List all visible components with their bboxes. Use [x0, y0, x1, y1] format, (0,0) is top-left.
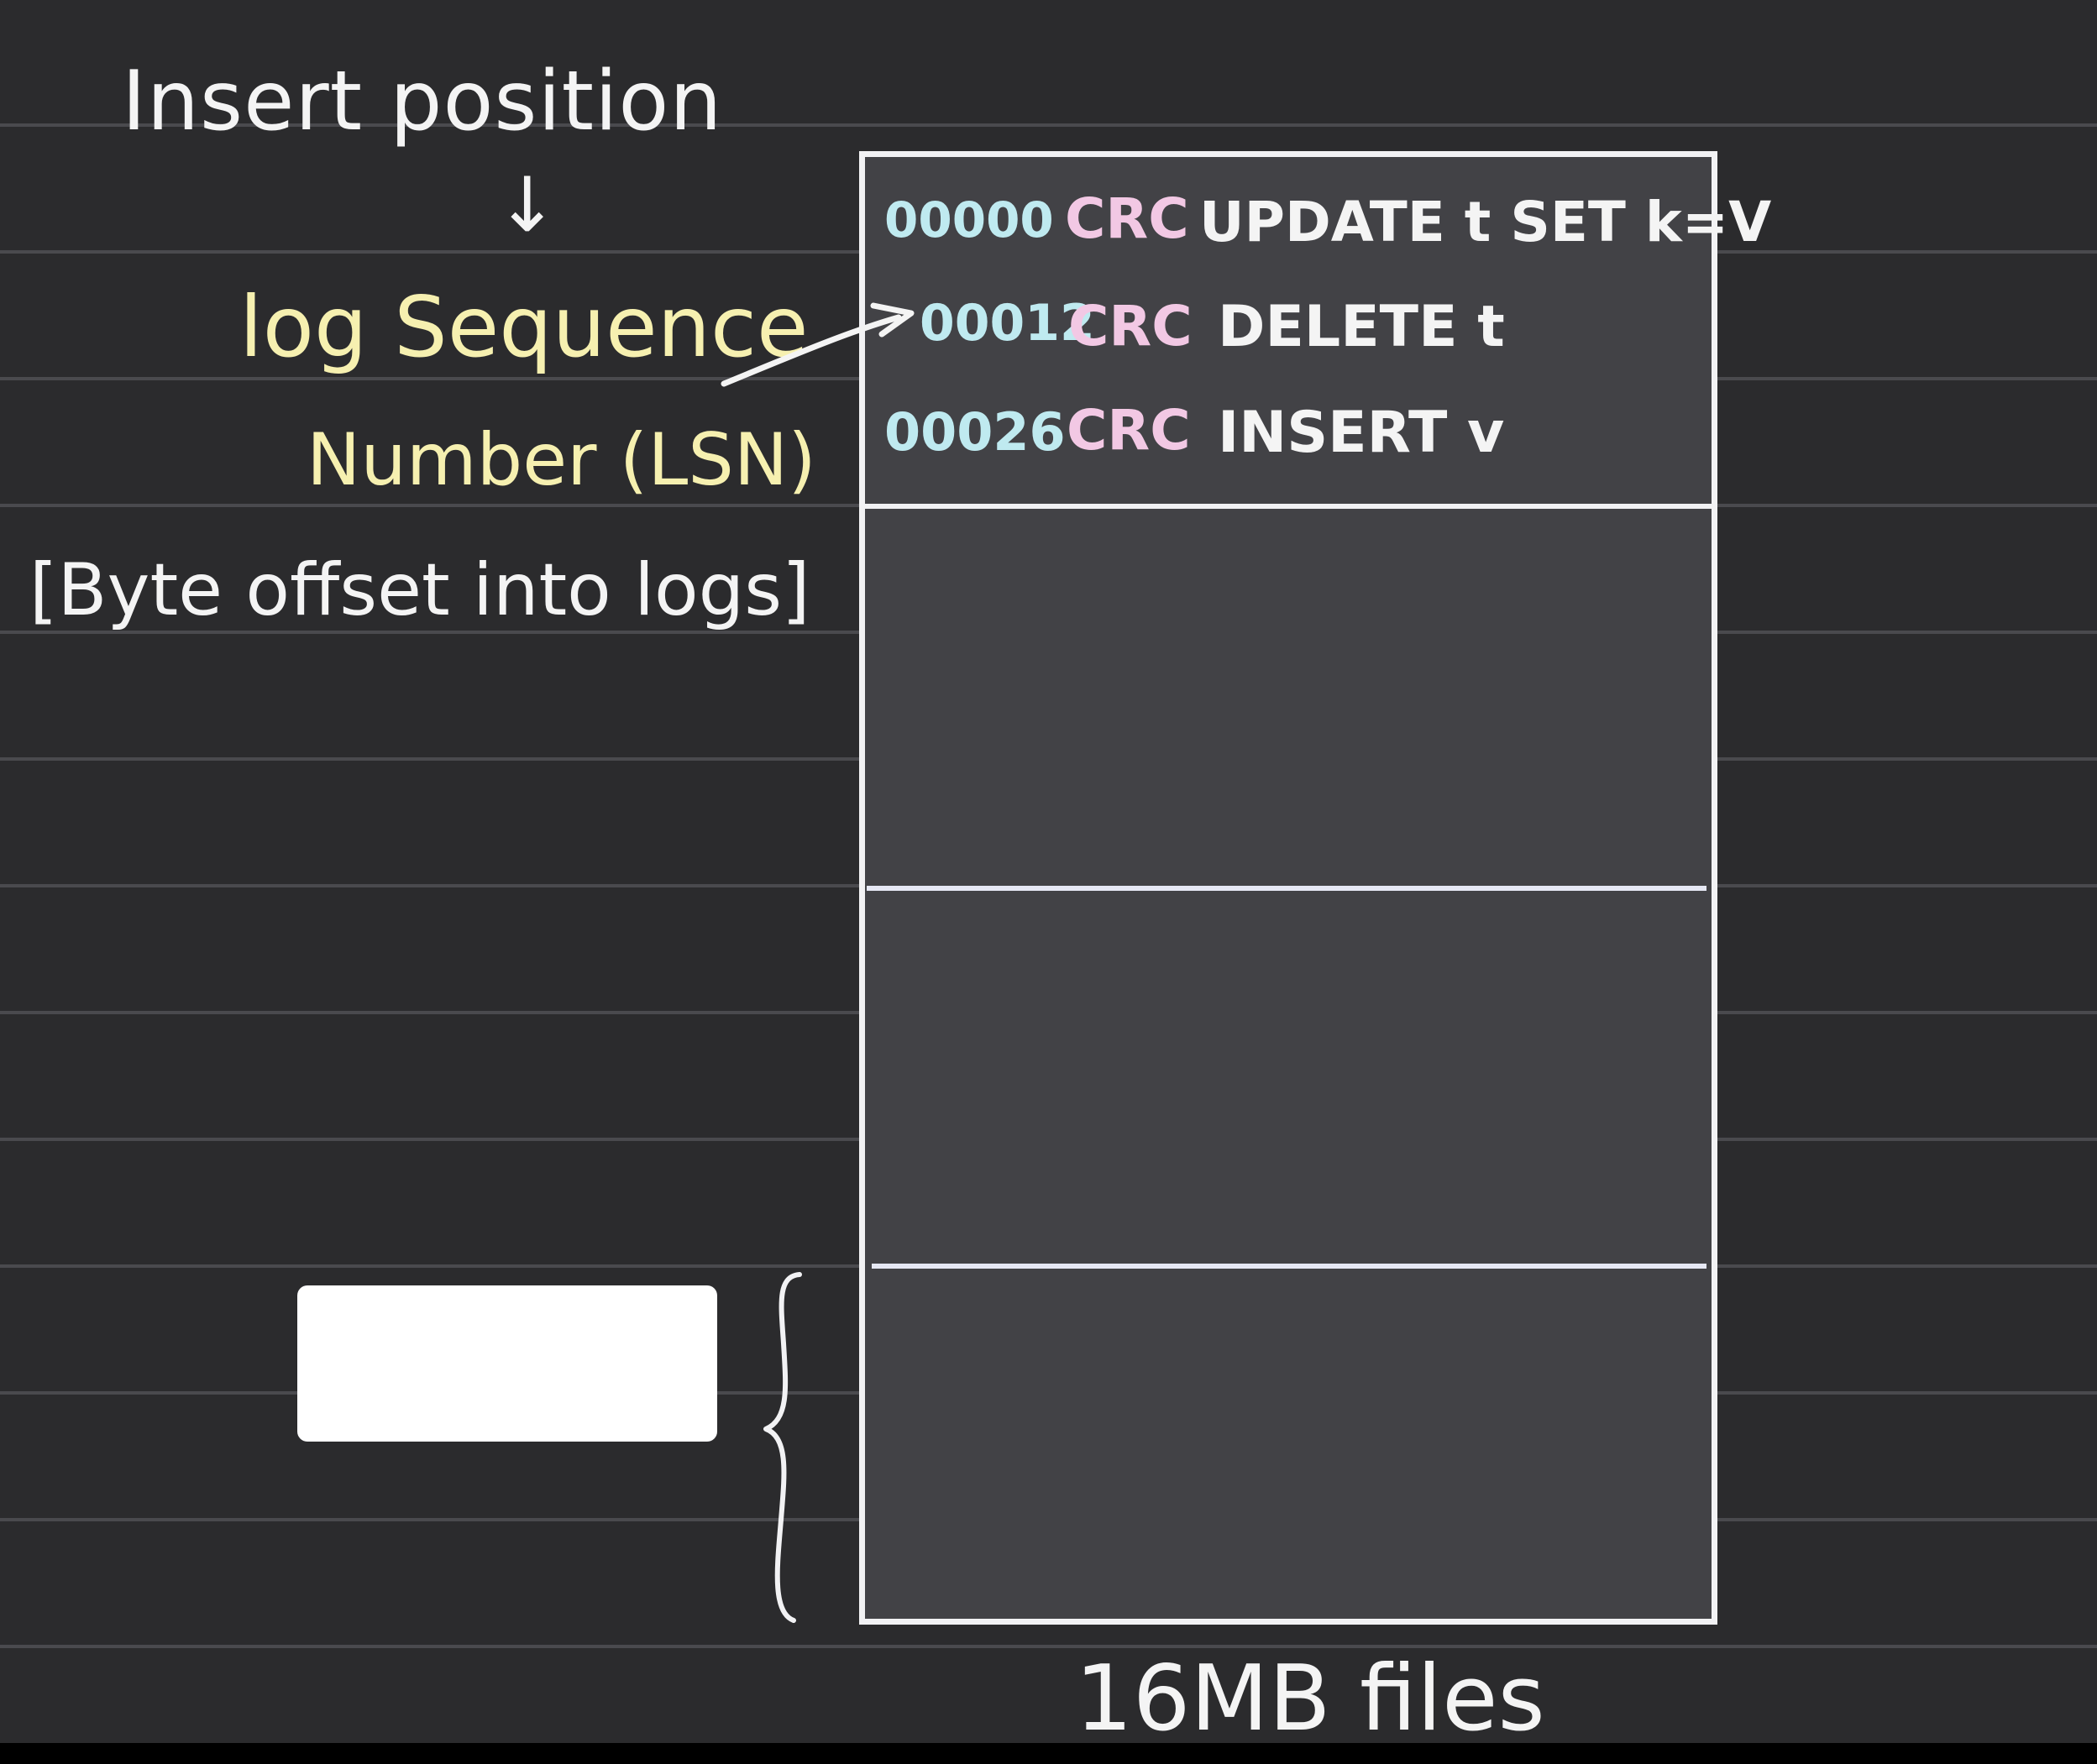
- segment-divider: [872, 1264, 1706, 1269]
- lsn-description: [Byte offset into logs]: [29, 548, 810, 632]
- blank-placeholder-box: [297, 1285, 717, 1442]
- lsn-label-line1: log Sequence: [239, 278, 809, 376]
- bottom-letterbox: [0, 1743, 2097, 1764]
- log-entry-operation: INSERT v: [1218, 400, 1505, 466]
- segment-divider: [865, 504, 1712, 509]
- segment-divider: [867, 886, 1706, 891]
- log-entry-crc: CRC: [1068, 294, 1193, 359]
- log-entry-crc: CRC: [1067, 398, 1191, 463]
- log-entry-operation: DELETE t: [1218, 294, 1505, 360]
- log-entry-lsn: 00012: [920, 294, 1095, 353]
- log-entry-lsn: 00026: [884, 401, 1066, 463]
- log-entry-operation: UPDATE t SET k=V: [1199, 190, 1772, 254]
- file-size-label: 16MB files: [1075, 1646, 1545, 1751]
- log-entry-lsn: 00000: [884, 191, 1054, 249]
- down-arrow-icon: ↓: [495, 161, 559, 249]
- lsn-label-line2: Number (LSN): [307, 418, 816, 502]
- insert-position-label: Insert position: [122, 54, 723, 149]
- log-entry-crc: CRC: [1065, 186, 1189, 251]
